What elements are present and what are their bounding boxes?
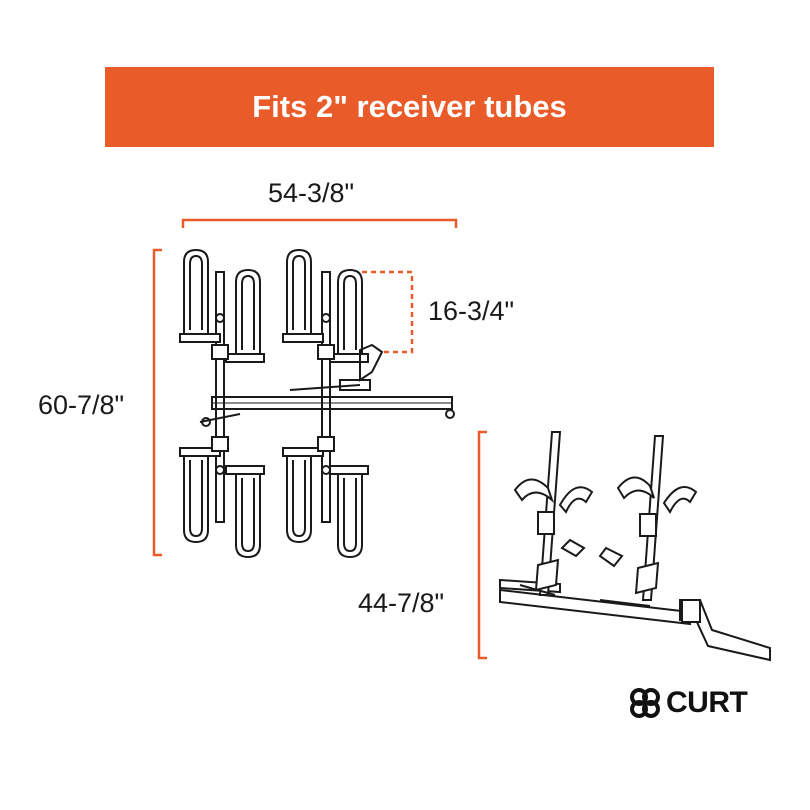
fits-receiver-banner: Fits 2" receiver tubes [105, 67, 714, 147]
cradle-spacing-label: 16-3/4" [428, 296, 515, 326]
banner-text: Fits 2" receiver tubes [252, 89, 567, 124]
brand-name: CURT [666, 686, 748, 719]
cradle-spacing-bracket [362, 270, 414, 354]
curt-logo: CURT [628, 686, 748, 720]
width-bracket [181, 218, 458, 228]
curt-logo-icon [630, 688, 660, 718]
dimension-brackets [152, 218, 487, 660]
rack-top-view [179, 248, 455, 559]
height-dimension-label: 60-7/8" [38, 390, 125, 420]
rack-perspective-view [499, 431, 771, 662]
width-dimension-label: 54-3/8" [268, 178, 355, 208]
side-height-label: 44-7/8" [358, 588, 445, 618]
side-height-bracket [477, 430, 487, 660]
height-bracket [152, 248, 162, 557]
